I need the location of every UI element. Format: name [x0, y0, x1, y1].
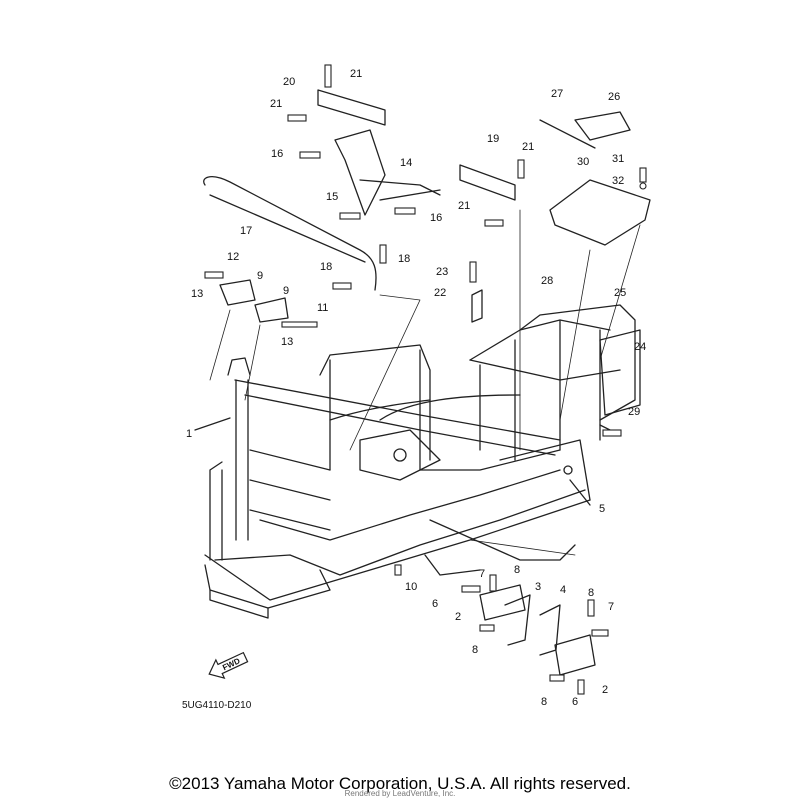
bolt-21-left: [287, 114, 307, 122]
callout-18: 18: [398, 253, 410, 265]
callout-16: 16: [430, 212, 442, 224]
callout-29: 29: [628, 406, 640, 418]
callout-2: 2: [455, 611, 461, 623]
callout-2: 2: [602, 684, 608, 696]
callout-23: 23: [436, 266, 448, 278]
callout-8: 8: [541, 696, 547, 708]
bolt-21-right: [517, 159, 525, 179]
callout-32: 32: [612, 175, 624, 187]
bolt-21-top: [324, 64, 332, 88]
callout-27: 27: [551, 88, 563, 100]
bolt-29: [602, 429, 622, 437]
bolt-7-right: [591, 629, 609, 637]
bolt-31: [639, 167, 647, 183]
nut-10: [394, 564, 402, 576]
callout-8: 8: [588, 587, 594, 599]
callout-3: 3: [535, 581, 541, 593]
callout-15: 15: [326, 191, 338, 203]
bracket-22: [471, 289, 483, 323]
callout-16: 16: [271, 148, 283, 160]
callout-9: 9: [257, 270, 263, 282]
diagram-code: 5UG4110-D210: [182, 700, 252, 711]
lower-mounts: [479, 584, 596, 676]
bolt-8-right-bottom: [549, 674, 565, 682]
bolt-13-left: [204, 271, 224, 279]
callout-7: 7: [479, 568, 485, 580]
rod-27: [539, 119, 596, 149]
callout-25: 25: [614, 287, 626, 299]
callout-14: 14: [400, 157, 412, 169]
callout-6: 6: [572, 696, 578, 708]
bolt-16-left: [299, 151, 321, 159]
bracket-19: [459, 164, 516, 201]
washer-32: [639, 182, 647, 190]
callout-21: 21: [270, 98, 282, 110]
handle-bar-17: [203, 176, 377, 291]
bolt-7-left: [461, 585, 481, 593]
callout-8: 8: [472, 644, 478, 656]
callout-26: 26: [608, 91, 620, 103]
plate-26: [574, 111, 631, 141]
callout-28: 28: [541, 275, 553, 287]
callout-8: 8: [514, 564, 520, 576]
callout-11: 11: [317, 302, 328, 314]
bracket-9-right: [254, 297, 289, 323]
callout-10: 10: [405, 581, 417, 593]
callout-21: 21: [458, 200, 470, 212]
bolt-15: [339, 212, 361, 220]
bolt-18-upper: [379, 244, 387, 264]
main-frame: [194, 304, 641, 619]
callout-31: 31: [612, 153, 624, 165]
bolt-11: [281, 321, 318, 328]
bolt-23: [469, 261, 477, 283]
callout-17: 17: [240, 225, 252, 237]
callout-20: 20: [283, 76, 295, 88]
callout-6: 6: [432, 598, 438, 610]
callout-24: 24: [634, 341, 646, 353]
bolt-6-right: [577, 679, 585, 695]
bolt-21-mid: [484, 219, 504, 227]
callout-19: 19: [487, 133, 499, 145]
callout-22: 22: [434, 287, 446, 299]
fasteners: [204, 64, 647, 695]
upper-bracket-assembly: [317, 89, 441, 216]
bolt-16-right: [394, 207, 416, 215]
leader-lines: [209, 209, 641, 556]
bolt-8-left-bottom: [479, 624, 495, 632]
callout-9: 9: [283, 285, 289, 297]
rendered-by-notice: Rendered by LeadVenture, Inc.: [344, 789, 456, 798]
callout-5: 5: [599, 503, 605, 515]
callout-21: 21: [522, 141, 534, 153]
plate-30: [549, 179, 651, 246]
bolt-8-right-top: [587, 599, 595, 617]
callout-1: 1: [186, 428, 192, 440]
callout-18: 18: [320, 261, 332, 273]
callout-21: 21: [350, 68, 362, 80]
callout-13: 13: [281, 336, 293, 348]
bolt-8-left-top: [489, 574, 497, 592]
callout-13: 13: [191, 288, 203, 300]
callout-4: 4: [560, 584, 566, 596]
bolt-18-lower: [332, 282, 352, 290]
callout-12: 12: [227, 251, 239, 263]
bracket-9-left: [219, 279, 256, 306]
fwd-arrow-icon: FWD: [208, 651, 249, 679]
callout-30: 30: [577, 156, 589, 168]
callout-labels: 1 2 2 3 4 5 6 6 7 7 8 8 8 8 9 9 10 11 12…: [186, 68, 646, 708]
copyright-notice: ©2013 Yamaha Motor Corporation, U.S.A. A…: [169, 774, 631, 793]
callout-7: 7: [608, 601, 614, 613]
